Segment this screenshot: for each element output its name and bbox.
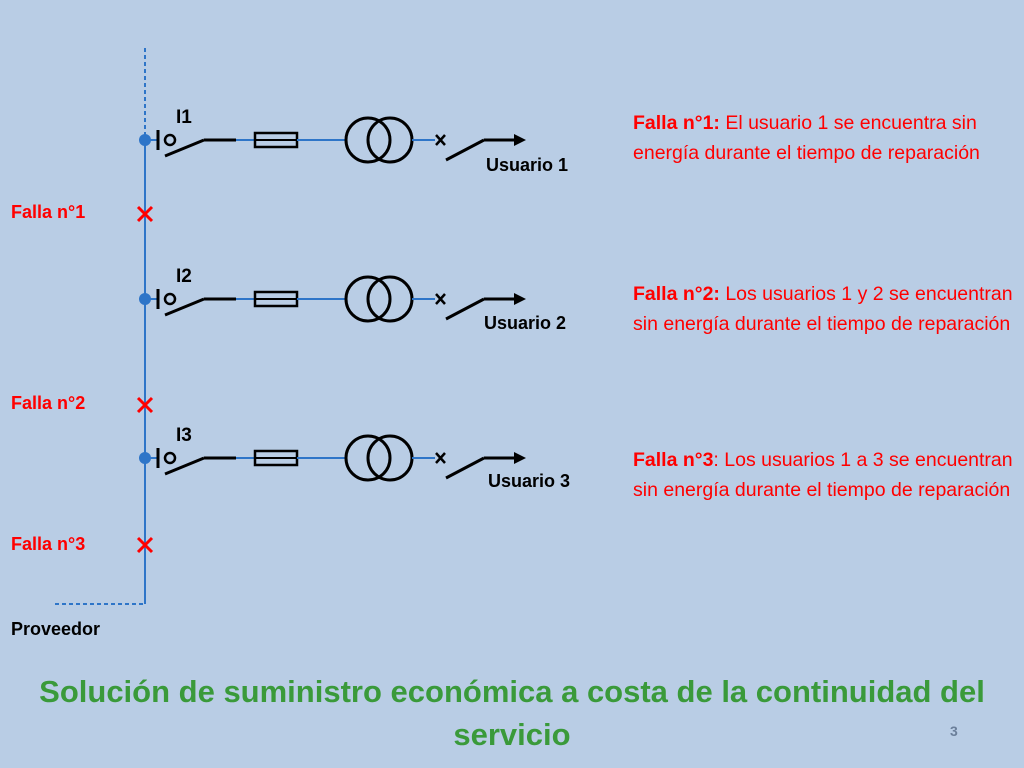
page-number: 3: [950, 723, 958, 739]
user-label-3: Usuario 3: [488, 471, 571, 491]
breaker-contact: [163, 292, 177, 306]
fault-description-2-text: Los usuarios 1 y 2 se encuentran sin ene…: [633, 283, 1013, 335]
user-label-2: Usuario 2: [484, 313, 567, 333]
load-arrow-head: [514, 293, 526, 305]
breaker-blade: [164, 297, 205, 317]
fault-marker-2-icon: [136, 396, 154, 414]
transformer-coil-left: [344, 434, 392, 482]
user-switch-blade: [445, 138, 485, 162]
transformer-coil-left: [344, 116, 392, 164]
fault-description-3-text: : Los usuarios 1 a 3 se encuentran sin e…: [633, 449, 1013, 501]
fault-label-3: Falla n°3: [11, 534, 86, 554]
fault-label-1: Falla n°1: [11, 202, 86, 222]
switch-cross-b: [435, 134, 446, 146]
fault-description-2: Falla n°2: Los usuarios 1 y 2 se encuent…: [633, 279, 1013, 339]
feeder-3: [139, 434, 526, 482]
breaker-contact: [163, 133, 177, 147]
fault-description-1: Falla n°1: El usuario 1 se encuentra sin…: [633, 108, 1013, 168]
feeder-2: [139, 275, 526, 323]
fault-description-3: Falla n°3: Los usuarios 1 a 3 se encuent…: [633, 445, 1013, 505]
user-switch-blade: [445, 297, 485, 321]
feeder-1: [139, 116, 526, 164]
breaker-label-i2: I2: [176, 266, 192, 287]
user-label-1: Usuario 1: [486, 155, 569, 175]
breaker-label-i1: I1: [176, 107, 192, 128]
fault-description-3-heading: Falla n°3: [633, 449, 714, 471]
breaker-label-i3: I3: [176, 425, 192, 446]
load-arrow-head: [514, 134, 526, 146]
load-arrow-head: [514, 452, 526, 464]
provider-label: Proveedor: [11, 619, 101, 639]
fault-marker-3-icon: [136, 536, 154, 554]
fault-label-2: Falla n°2: [11, 393, 86, 413]
switch-cross-b: [435, 293, 446, 305]
slide-title: Solución de suministro económica a costa…: [39, 674, 985, 752]
user-switch-blade: [445, 456, 485, 480]
breaker-blade: [164, 456, 205, 476]
breaker-blade: [164, 138, 205, 158]
fault-description-2-heading: Falla n°2:: [633, 283, 720, 305]
breaker-contact: [163, 451, 177, 465]
fault-description-1-heading: Falla n°1:: [633, 112, 720, 134]
fault-description-1-text: El usuario 1 se encuentra sin energía du…: [633, 112, 980, 164]
switch-cross-b: [435, 452, 446, 464]
fault-marker-1-icon: [136, 205, 154, 223]
transformer-coil-left: [344, 275, 392, 323]
